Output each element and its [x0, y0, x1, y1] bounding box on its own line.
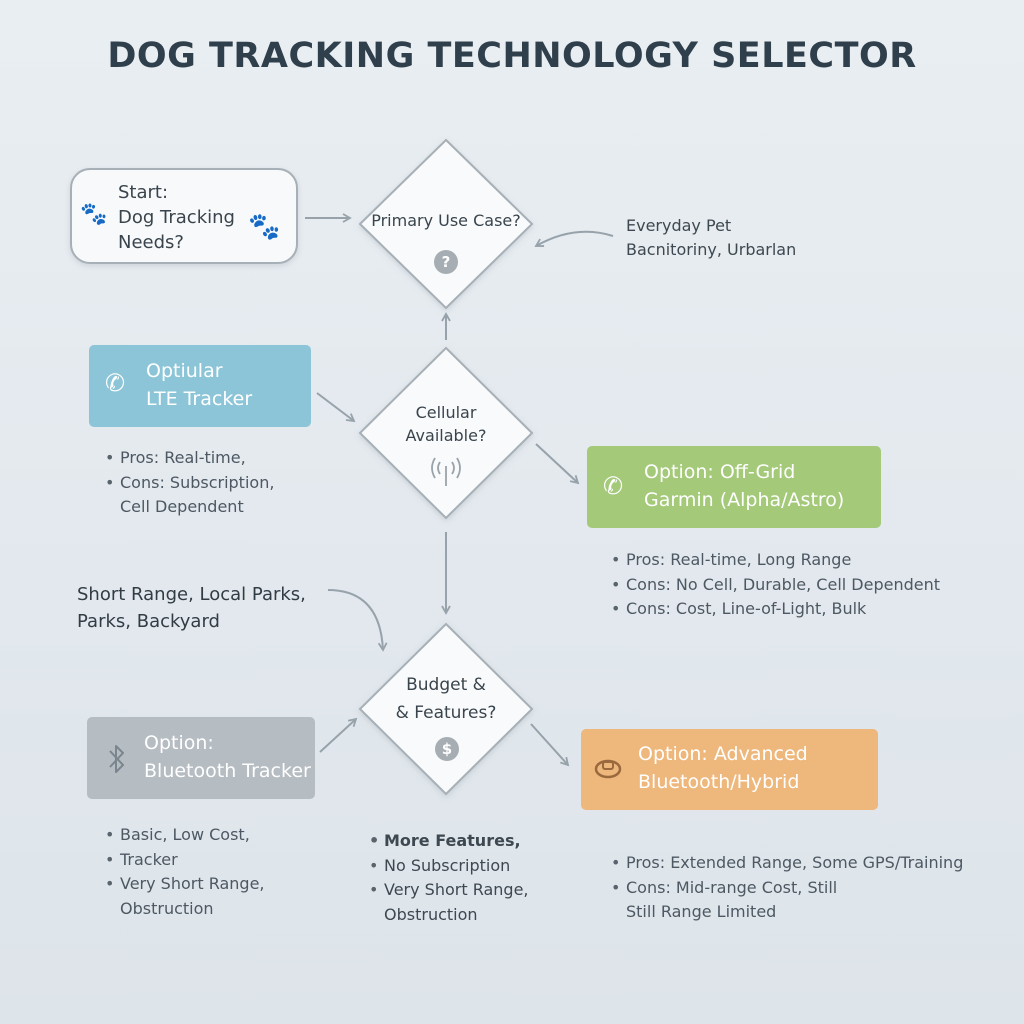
- question-icon: ?: [434, 250, 458, 274]
- dollar-icon: $: [435, 737, 459, 761]
- short-range-note: Short Range, Local Parks, Parks, Backyar…: [77, 584, 306, 632]
- option-garmin-label: Option: Off-Grid Garmin (Alpha/Astro): [644, 461, 845, 511]
- option-lte-label: Optiular LTE Tracker: [146, 360, 253, 410]
- arrow-everyday-to-usecase: [534, 230, 614, 247]
- bluetooth-icon: [109, 745, 124, 773]
- decision-label-use-case: Primary Use Case?: [371, 211, 521, 230]
- phone-icon: ✆: [603, 472, 624, 500]
- list-item: Tracker: [105, 848, 265, 873]
- list-item: Very Short Range, Obstruction: [105, 872, 265, 921]
- decision-diamond-cellular: [358, 346, 534, 520]
- decision-diamond-use-case: [358, 138, 534, 310]
- budget-bullets: More Features, No Subscription Very Shor…: [369, 829, 529, 927]
- option-garmin: ✆ Option: Off-Grid Garmin (Alpha/Astro): [587, 446, 881, 528]
- hybrid-bullets: Pros: Extended Range, Some GPS/Training …: [611, 851, 963, 925]
- phone-icon: ✆: [105, 369, 126, 397]
- option-bluetooth-tracker: Option: Bluetooth Tracker: [87, 717, 315, 799]
- list-item: Pros: Real-time, Long Range: [611, 548, 940, 573]
- list-item: No Subscription: [369, 854, 529, 879]
- list-item: Cons: No Cell, Durable, Cell Dependent: [611, 573, 940, 598]
- list-item: Pros: Real-time,: [105, 446, 274, 471]
- bluetooth-bullets: Basic, Low Cost, Tracker Very Short Rang…: [105, 823, 265, 921]
- collar-icon: [594, 759, 622, 779]
- option-advanced-hybrid: Option: Advanced Bluetooth/Hybrid: [581, 729, 878, 810]
- signal-icon: [431, 457, 461, 486]
- lte-bullets: Pros: Real-time, Cons: Subscription, Cel…: [105, 446, 274, 520]
- list-item: More Features,: [369, 829, 529, 854]
- decision-label-budget: Budget & & Features?: [395, 675, 497, 723]
- start-label: Start: Dog Tracking Needs?: [118, 182, 235, 253]
- garmin-bullets: Pros: Real-time, Long Range Cons: No Cel…: [611, 548, 940, 622]
- arrow-lte-to-cellular: [316, 392, 356, 423]
- option-bluetooth-label: Option: Bluetooth Tracker: [144, 732, 311, 782]
- list-item: Pros: Extended Range, Some GPS/Training: [611, 851, 963, 876]
- everyday-pet-note: Everyday Pet Bacnitoriny, Urbarlan: [626, 216, 797, 259]
- list-item: Very Short Range, Obstruction: [369, 878, 529, 927]
- option-hybrid-label: Option: Advanced Bluetooth/Hybrid: [638, 743, 808, 793]
- page-title: DOG TRACKING TECHNOLOGY SELECTOR: [107, 36, 917, 76]
- list-item: Cons: Mid-range Cost, Still Still Range …: [611, 876, 963, 925]
- paw-icon: 🐾: [80, 202, 108, 227]
- paw-icon: 🐾: [248, 212, 281, 242]
- option-lte-tracker: ✆ Optiular LTE Tracker: [89, 345, 311, 427]
- arrow-shortrange-to-budget: [327, 589, 388, 652]
- list-item: Basic, Low Cost,: [105, 823, 265, 848]
- arrow-budget-to-hybrid: [530, 723, 570, 767]
- arrow-bluetooth-to-budget: [319, 717, 358, 753]
- list-item: Cons: Cost, Line-of-Light, Bulk: [611, 597, 940, 622]
- decision-label-cellular: Cellular Available?: [405, 403, 487, 445]
- start-node: 🐾 Start: Dog Tracking Needs? 🐾: [70, 168, 298, 264]
- list-item: Cons: Subscription, Cell Dependent: [105, 471, 274, 520]
- arrow-cellular-to-garmin: [535, 443, 580, 485]
- decision-diamond-budget: [358, 622, 534, 796]
